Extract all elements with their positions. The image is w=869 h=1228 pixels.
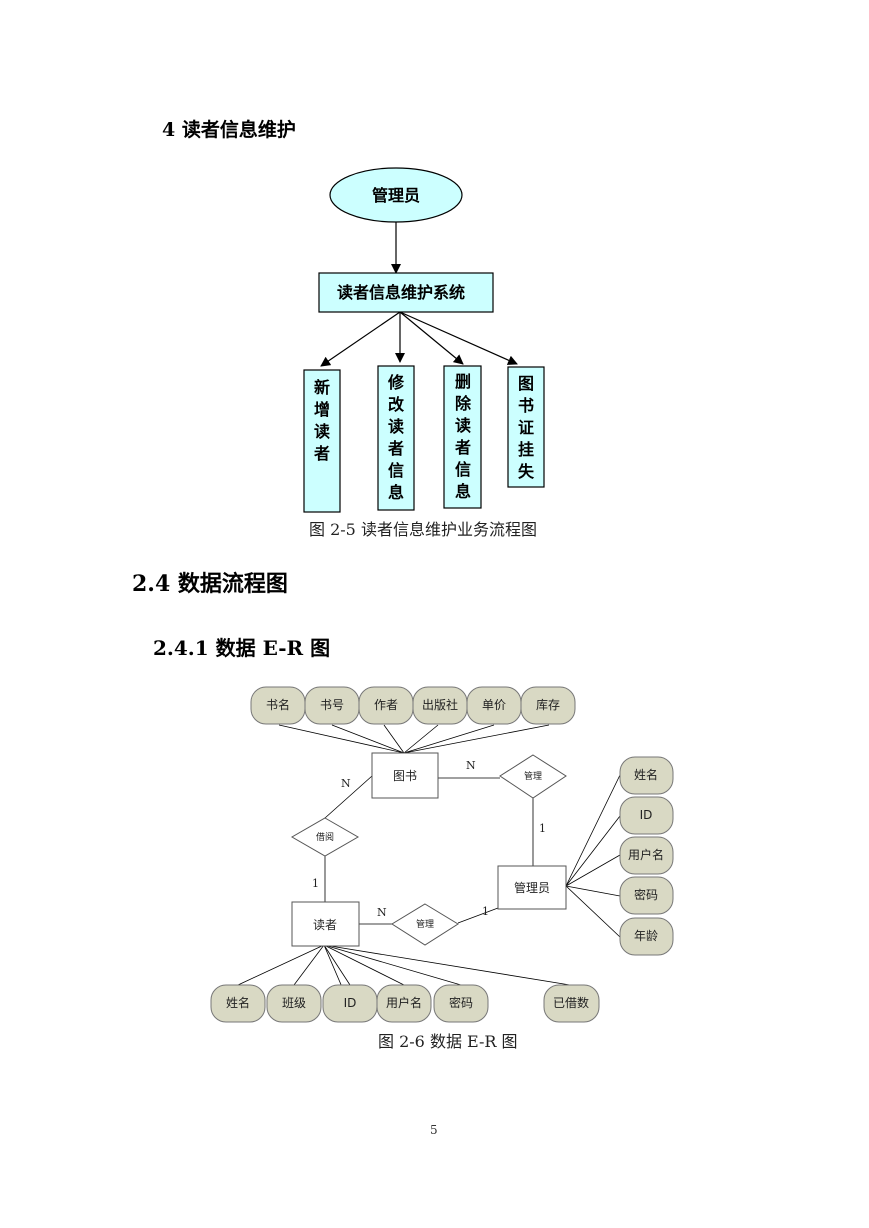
- er-attr-book-publisher: 出版社: [412, 686, 468, 725]
- flowchart: 管理员 读者信息维护系统 新 增 读 者 修 改 读 者 信 息 删 除 读: [303, 167, 545, 513]
- er-attr-label: 出版社: [422, 697, 458, 712]
- flow-child-char: 除: [455, 394, 472, 413]
- er-attr-admin-password: 密码: [619, 876, 674, 915]
- er-entity-label: 图书: [393, 769, 417, 783]
- flow-child-delete-reader: 删 除 读 者 信 息: [443, 365, 482, 509]
- flow-child-char: 改: [388, 395, 405, 414]
- er-entity-book: 图书: [371, 752, 439, 799]
- er-attr-reader-name: 姓名: [210, 984, 266, 1023]
- flow-child-char: 息: [388, 483, 404, 502]
- flow-root-label: 管理员: [372, 186, 420, 205]
- er-attr-reader-class: 班级: [266, 984, 322, 1023]
- flow-system-label: 读者信息维护系统: [337, 283, 465, 302]
- cardinality-label: N: [466, 759, 476, 772]
- er-relation-manage-book: 管理: [499, 754, 567, 799]
- flow-child-char: 息: [455, 482, 471, 501]
- er-attr-reader-id: ID: [322, 984, 378, 1023]
- cardinality-label: 1: [539, 822, 546, 835]
- er-attr-reader-password: 密码: [433, 984, 489, 1023]
- er-attr-label: 单价: [482, 698, 506, 712]
- er-attr-admin-username: 用户名: [619, 836, 674, 875]
- figure-caption-2-5: 图 2-5 读者信息维护业务流程图: [309, 520, 537, 539]
- flow-child-report-card-loss: 图 书 证 挂 失: [507, 366, 545, 488]
- er-attr-label: 库存: [536, 697, 560, 712]
- section-heading-reader-maintenance: 4 读者信息维护: [162, 119, 296, 141]
- flow-child-char: 失: [518, 462, 535, 481]
- flow-child-char: 者: [313, 444, 330, 463]
- er-attr-book-author: 作者: [358, 686, 414, 725]
- er-book-attributes: 书名 书号 作者 出版社 单价 库存: [250, 686, 576, 725]
- er-attr-admin-age: 年龄: [619, 917, 674, 956]
- cardinality-label: N: [377, 906, 387, 919]
- flow-child-char: 者: [387, 439, 404, 458]
- er-attr-book-price: 单价: [466, 686, 522, 725]
- er-attr-label: 姓名: [226, 995, 250, 1010]
- flow-arrow-4: [399, 311, 518, 365]
- flow-child-char: 读: [455, 416, 471, 435]
- er-attr-book-number: 书号: [304, 686, 360, 725]
- flow-system-box: [318, 272, 494, 313]
- flow-child-char: 证: [518, 418, 534, 437]
- section-heading-2-4-1: 2.4.1 数据 E-R 图: [153, 636, 331, 660]
- er-attr-label: 用户名: [628, 847, 664, 862]
- er-attr-label: 书号: [320, 698, 344, 712]
- flow-arrow-1: [320, 311, 401, 367]
- er-entity-label: 管理员: [514, 880, 550, 895]
- er-relation-label: 借阅: [316, 831, 334, 843]
- er-attr-reader-borrowed-count: 已借数: [543, 984, 600, 1023]
- flow-child-char: 信: [455, 460, 471, 479]
- flow-child-char: 新: [314, 378, 330, 397]
- er-relationships: 借阅 管理 管理: [290, 754, 567, 946]
- er-entities: 图书 管理员 读者: [291, 752, 567, 947]
- er-reader-attributes: 姓名 班级 ID 用户名 密码 已借数: [210, 984, 600, 1023]
- section-heading-2-4: 2.4 数据流程图: [132, 571, 288, 597]
- er-relation-manage-reader: 管理: [391, 903, 459, 946]
- flow-arrow-3: [399, 311, 464, 365]
- er-attr-label: ID: [640, 808, 653, 822]
- er-attr-label: 已借数: [553, 995, 589, 1010]
- er-cardinality-labels: N 1 N 1 N 1: [312, 759, 546, 919]
- er-attr-label: 用户名: [386, 995, 422, 1010]
- er-attr-label: 年龄: [634, 929, 658, 943]
- cardinality-label: 1: [482, 905, 489, 918]
- er-attr-book-stock: 库存: [520, 686, 576, 725]
- flow-child-char: 者: [454, 438, 471, 457]
- er-relation-label: 管理: [524, 770, 542, 782]
- er-admin-attributes: 姓名 ID 用户名 密码 年龄: [619, 756, 674, 956]
- er-attr-label: 班级: [282, 996, 306, 1010]
- er-attr-label: 书名: [266, 697, 290, 712]
- flow-child-char: 挂: [518, 440, 534, 459]
- cardinality-label: N: [341, 777, 351, 790]
- flow-child-char: 图: [518, 374, 534, 393]
- er-entity-admin: 管理员: [497, 865, 567, 910]
- er-attr-admin-id: ID: [619, 796, 674, 835]
- page-number: 5: [430, 1123, 438, 1137]
- flow-child-add-reader: 新 增 读 者: [303, 369, 341, 513]
- flow-child-char: 删: [455, 372, 471, 391]
- flow-child-char: 书: [518, 396, 534, 415]
- er-diagram: [237, 724, 621, 1023]
- flow-child-modify-reader: 修 改 读 者 信 息: [377, 365, 415, 511]
- figure-caption-2-6: 图 2-6 数据 E-R 图: [378, 1032, 518, 1051]
- flow-child-char: 增: [314, 400, 330, 419]
- er-entity-label: 读者: [313, 918, 337, 932]
- er-attr-book-name: 书名: [250, 686, 306, 725]
- er-attr-label: 密码: [634, 887, 658, 902]
- er-attr-admin-name: 姓名: [619, 756, 674, 795]
- er-attr-reader-username: 用户名: [376, 984, 432, 1023]
- cardinality-label: 1: [312, 877, 319, 890]
- er-entity-reader: 读者: [291, 901, 360, 947]
- er-attr-label: 作者: [374, 698, 398, 712]
- flow-child-char: 读: [388, 417, 404, 436]
- flow-child-char: 修: [387, 373, 405, 392]
- flow-child-char: 读: [314, 422, 330, 441]
- er-relation-label: 管理: [416, 918, 434, 930]
- er-attr-label: 姓名: [634, 767, 658, 782]
- er-attr-label: 密码: [449, 995, 473, 1010]
- er-attr-label: ID: [344, 996, 357, 1010]
- er-relation-borrow: 借阅: [290, 817, 360, 857]
- flow-child-char: 信: [388, 461, 404, 480]
